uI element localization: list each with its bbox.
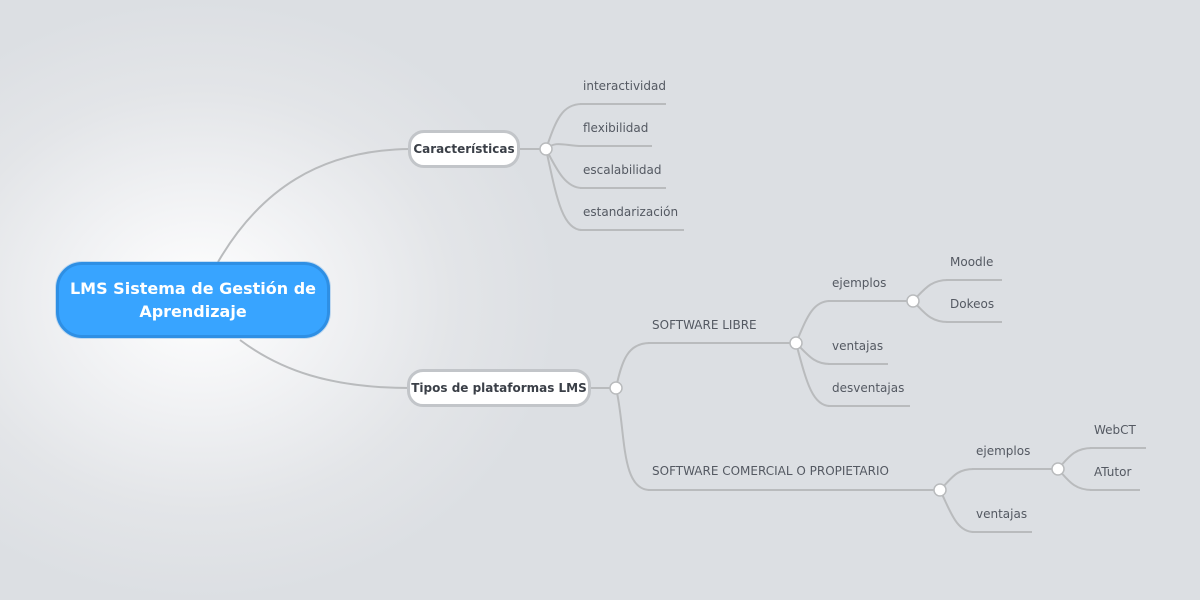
collapse-toggle-software-libre[interactable] [789,336,803,350]
subtopic-atutor[interactable]: ATutor [1094,465,1132,479]
topic-caracteristicas[interactable]: Características [408,130,520,168]
connector-comercial-ventajas [939,489,975,533]
subtopic-webct[interactable]: WebCT [1094,423,1136,437]
subtopic-libre-ventajas[interactable]: ventajas [832,339,884,353]
connector-estandarizacion [545,148,583,231]
connector-escalabilidad [545,148,583,189]
subtopic-software-libre[interactable]: SOFTWARE LIBRE [652,318,757,332]
collapse-toggle-software-comercial[interactable] [933,483,947,497]
subtopic-libre-ejemplos[interactable]: ejemplos [832,276,887,290]
topic-tipos-plataformas-label: Tipos de plataformas LMS [411,381,587,395]
collapse-toggle-tipos[interactable] [609,381,623,395]
collapse-toggle-comercial-ejemplos[interactable] [1051,462,1065,476]
root-topic-text: LMS Sistema de Gestión de Aprendizaje [70,277,316,323]
connector-software-comercial [615,387,651,491]
subtopic-escalabilidad[interactable]: escalabilidad [583,163,662,177]
connector-interactividad [545,103,583,150]
subtopic-comercial-ventajas[interactable]: ventajas [976,507,1028,521]
root-topic[interactable]: LMS Sistema de Gestión de Aprendizaje [56,262,330,338]
topic-tipos-plataformas[interactable]: Tipos de plataformas LMS [407,369,591,407]
connector-libre-ejemplos [795,300,831,344]
subtopic-software-comercial[interactable]: SOFTWARE COMERCIAL O PROPIETARIO [652,464,889,478]
connector-root-tipos [239,339,411,389]
subtopic-interactividad[interactable]: interactividad [583,79,666,93]
subtopic-comercial-ejemplos[interactable]: ejemplos [976,444,1031,458]
connector-root-caracteristicas [217,148,411,263]
topic-caracteristicas-label: Características [413,142,515,156]
subtopic-flexibilidad[interactable]: flexibilidad [583,121,649,135]
root-topic-line2: Aprendizaje [139,302,247,321]
subtopic-libre-desventajas[interactable]: desventajas [832,381,905,395]
subtopic-estandarizacion[interactable]: estandarización [583,205,679,219]
subtopic-moodle[interactable]: Moodle [950,255,994,269]
root-topic-line1: LMS Sistema de Gestión de [69,279,317,298]
subtopic-dokeos[interactable]: Dokeos [950,297,995,311]
collapse-toggle-libre-ejemplos[interactable] [906,294,920,308]
connector-libre-desventajas [795,342,831,407]
connector-software-libre [615,342,651,389]
collapse-toggle-caracteristicas[interactable] [539,142,553,156]
